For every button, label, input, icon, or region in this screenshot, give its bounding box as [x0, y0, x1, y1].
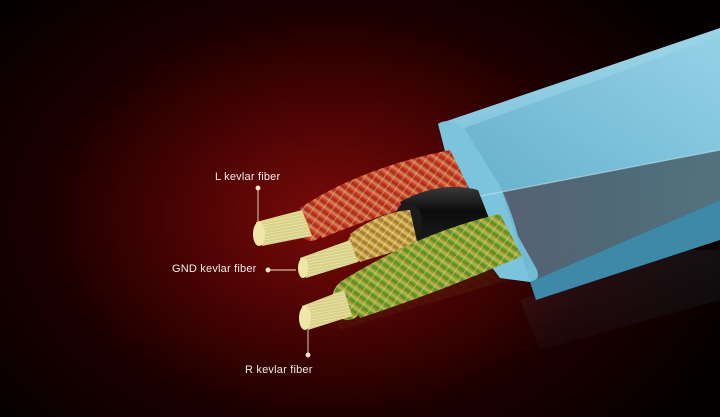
r-callout-dot — [305, 352, 311, 358]
r-kevlar-fiber — [302, 290, 352, 330]
gnd-kevlar-fiber-label: GND kevlar fiber — [172, 263, 257, 275]
r-kevlar-fiber-label: R kevlar fiber — [245, 364, 313, 376]
l-kevlar-fiber — [256, 210, 312, 246]
r-conductor — [299, 214, 522, 330]
gnd-kevlar-fiber — [300, 240, 358, 278]
l-kevlar-fiber-label: L kevlar fiber — [215, 171, 281, 183]
l-callout-dot — [255, 185, 261, 191]
callouts — [255, 185, 311, 358]
l-conductor — [253, 150, 470, 246]
gnd-callout-dot — [265, 267, 271, 273]
